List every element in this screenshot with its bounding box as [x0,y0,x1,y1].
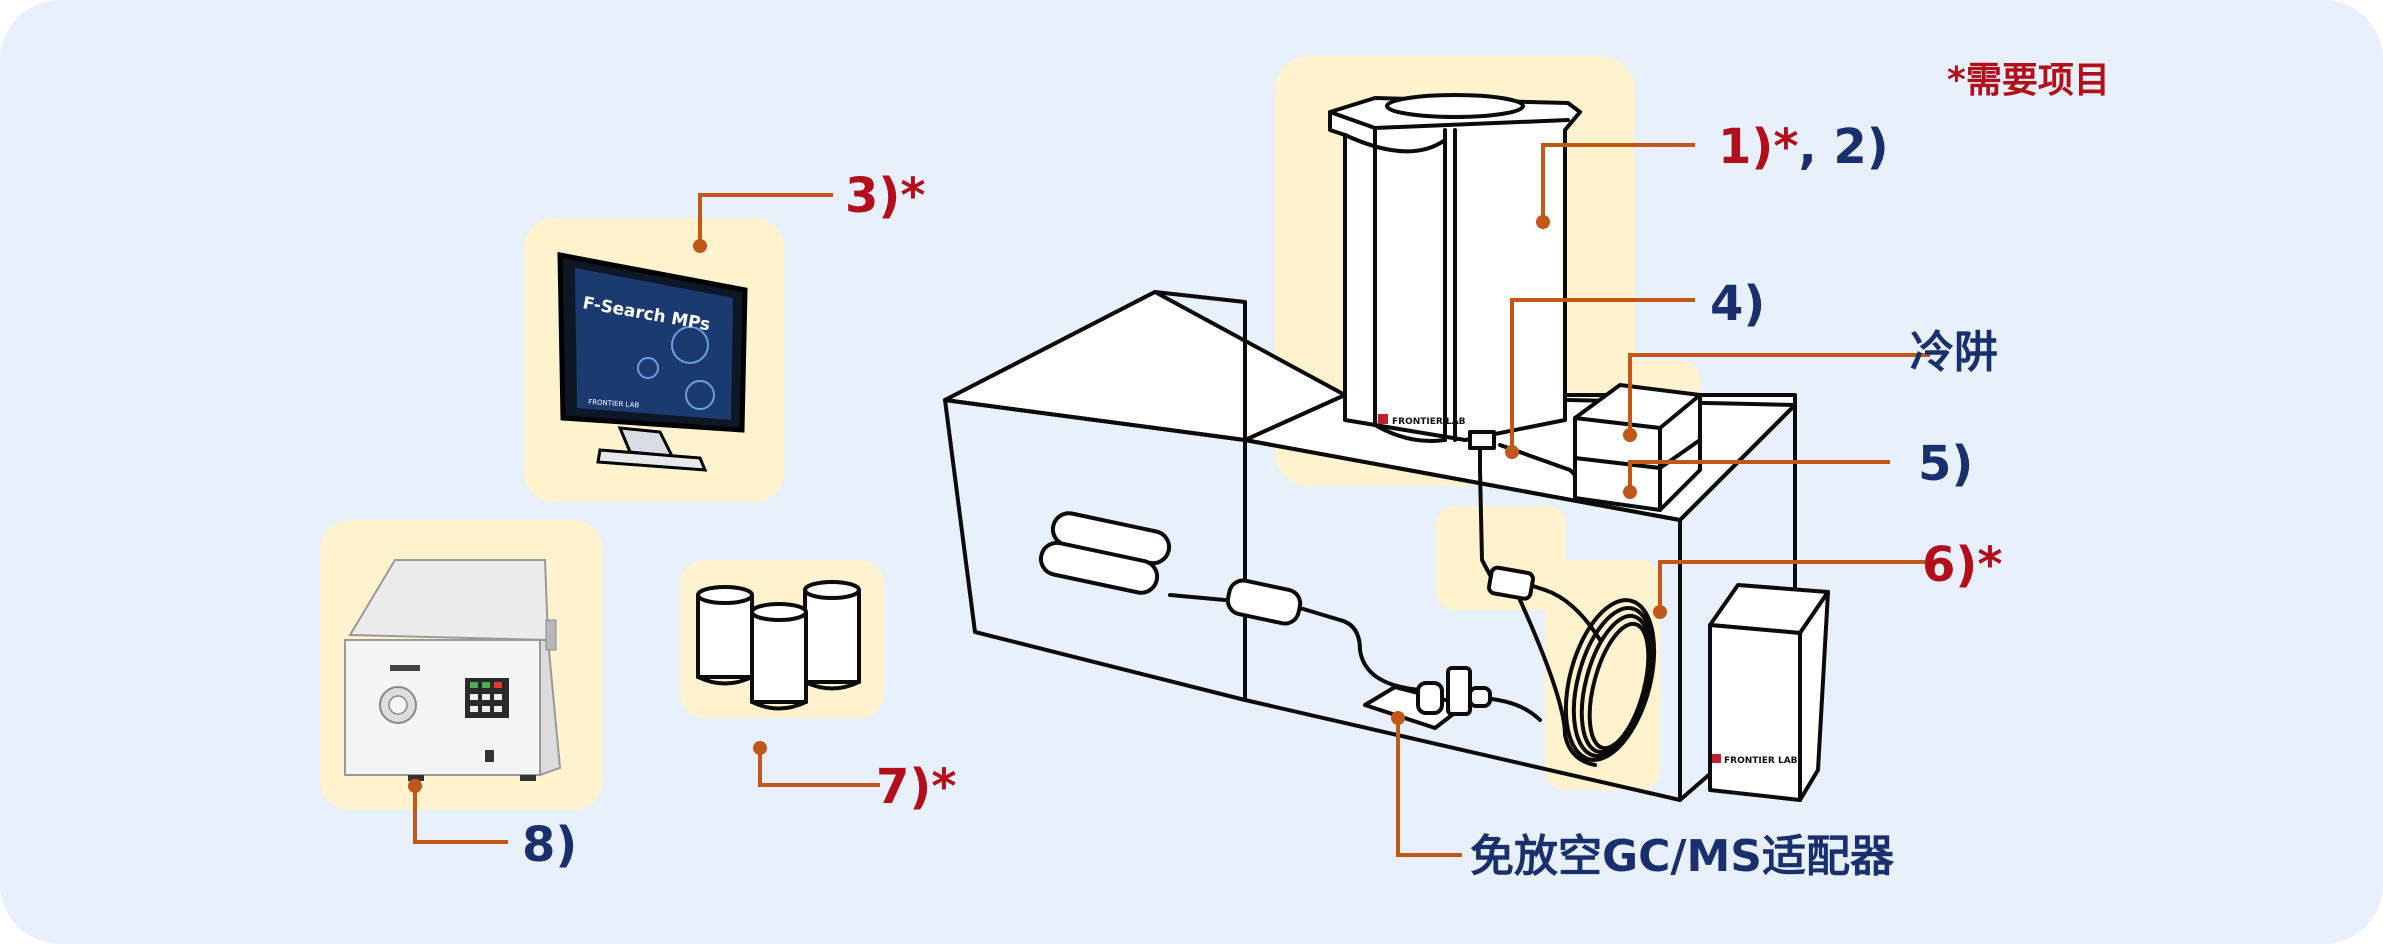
label-cold-trap: 冷阱 [1910,327,1998,378]
leader-lines [408,143,1930,857]
software-monitor: F-Search MPs FRONTIER LAB [557,251,748,472]
cold-trap-device [1573,383,1702,512]
inlet-device [1486,565,1535,601]
grinder-device [344,559,562,781]
label-adapter: 免放空GC/MS适配器 [1470,831,1895,882]
ms-unit: FRONTIER LAB [1708,583,1830,802]
adapter-device [1363,666,1492,730]
pyrolyzer-unit: FRONTIER LAB [1328,93,1582,450]
label-1: 1)* [1718,119,1798,175]
filter-tubes [1038,511,1303,626]
label-1-2: 1)*, 2) [1718,119,1889,175]
pyrolyzer-brand: FRONTIER LAB [1392,417,1466,427]
ms-brand: FRONTIER LAB [1724,756,1798,766]
sample-cups [696,580,861,711]
label-3: 3)* [845,168,925,224]
label-7: 7)* [876,759,956,815]
monitor-brand: FRONTIER LAB [588,398,640,410]
label-5: 5) [1918,436,1973,492]
label-6: 6)* [1922,537,2002,593]
label-8: 8) [522,817,577,873]
label-2: , 2) [1798,119,1888,175]
transfer-tubing [1168,443,1602,767]
pyrolyzer-logo-icon [1378,414,1388,424]
label-4: 4) [1710,276,1765,332]
capillary-column-coil [1563,598,1657,762]
ms-logo-icon [1712,754,1721,763]
required-note: *需要项目 [1947,60,2110,101]
